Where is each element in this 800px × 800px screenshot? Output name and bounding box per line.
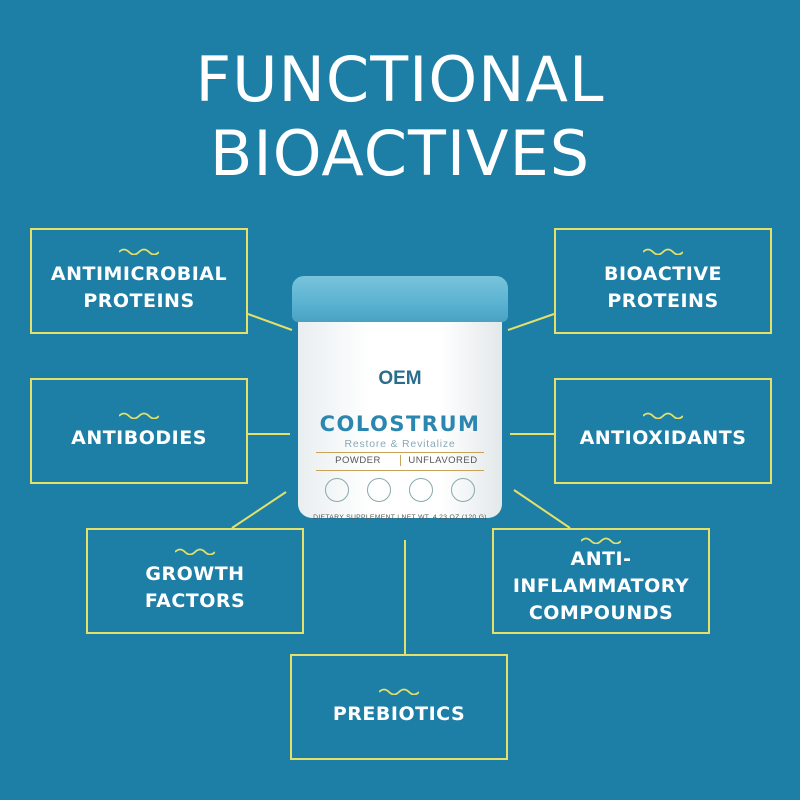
jar-brand: OEM	[378, 368, 422, 389]
product-jar: OEM COLOSTRUM Restore & Revitalize POWDE…	[292, 276, 508, 521]
box-label: GROWTH FACTORS	[144, 563, 246, 612]
wave-icon	[379, 688, 419, 695]
connector-bioactive	[507, 313, 555, 331]
box-label: PREBIOTICS	[332, 702, 466, 725]
jar-rule-bottom	[316, 470, 484, 471]
wave-icon	[581, 537, 621, 544]
box-label: BIOACTIVE PROTEINS	[603, 263, 723, 312]
arm-strength-icon	[409, 478, 433, 502]
wave-icon	[643, 248, 683, 255]
jar-rule-top	[316, 452, 484, 453]
box-label: ANTIMICROBIAL PROTEINS	[50, 263, 228, 312]
title-line-1: FUNCTIONAL	[195, 43, 605, 116]
wave-icon	[119, 248, 159, 255]
gut-icon	[367, 478, 391, 502]
jar-icon-row	[316, 478, 484, 502]
sparkle-icon	[451, 478, 475, 502]
jar-flavor: UNFLAVORED	[400, 455, 485, 466]
box-antioxidants: ANTIOXIDANTS	[554, 378, 772, 484]
wave-icon	[175, 548, 215, 555]
jar-footer: DIETARY SUPPLEMENT | NET WT. 4.23 OZ (12…	[313, 514, 487, 521]
connector-antimicrobial	[247, 313, 293, 331]
connector-anti-inflammatory	[513, 489, 571, 529]
jar-product-name: COLOSTRUM	[319, 412, 481, 436]
jar-body: OEM COLOSTRUM Restore & Revitalize POWDE…	[298, 318, 502, 521]
jar-form: POWDER	[335, 455, 381, 466]
box-anti-inflammatory-compounds: ANTI- INFLAMMATORY COMPOUNDS	[492, 528, 710, 634]
box-antibodies: ANTIBODIES	[30, 378, 248, 484]
box-antimicrobial-proteins: ANTIMICROBIAL PROTEINS	[30, 228, 248, 334]
box-growth-factors: GROWTH FACTORS	[86, 528, 304, 634]
box-label: ANTIOXIDANTS	[579, 426, 747, 449]
connector-growth	[231, 491, 287, 529]
leaf-badge-icon	[325, 478, 349, 502]
box-label: ANTI- INFLAMMATORY COMPOUNDS	[512, 547, 690, 624]
jar-lid	[292, 276, 508, 322]
box-prebiotics: PREBIOTICS	[290, 654, 508, 760]
wave-icon	[119, 412, 159, 419]
wave-icon	[643, 412, 683, 419]
jar-tagline: Restore & Revitalize	[344, 438, 456, 450]
title-line-2: BIOACTIVES	[209, 117, 591, 190]
box-bioactive-proteins: BIOACTIVE PROTEINS	[554, 228, 772, 334]
box-label: ANTIBODIES	[71, 426, 207, 449]
